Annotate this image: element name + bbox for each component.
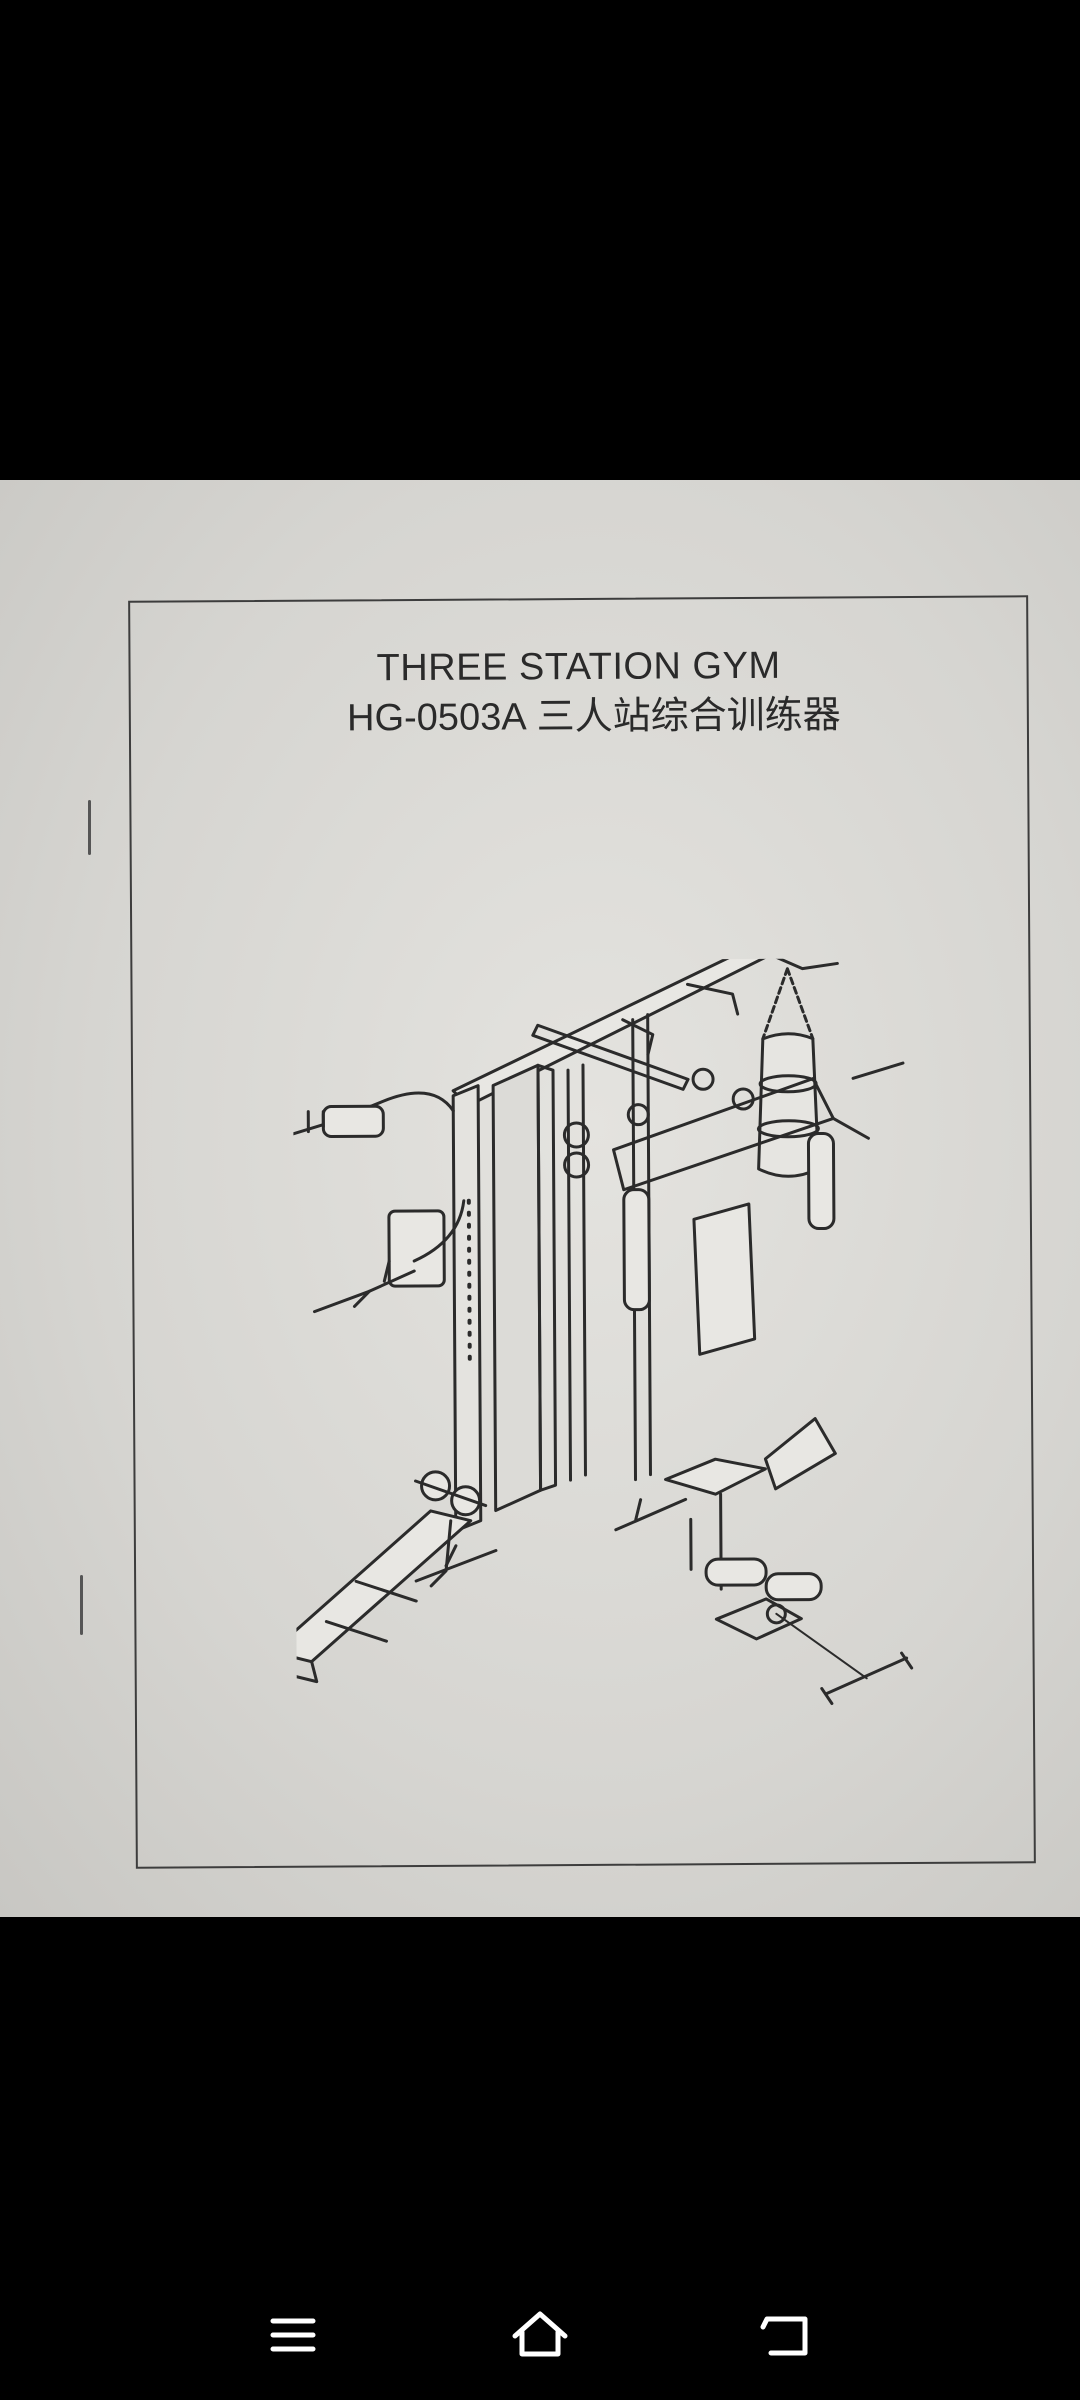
menu-icon — [270, 2318, 316, 2352]
nav-home-button[interactable] — [500, 2295, 580, 2375]
chinese-title: 三人站综合训练器 — [536, 692, 841, 739]
binder-mark-top — [88, 800, 91, 855]
binder-mark-bottom — [80, 1575, 83, 1635]
nav-back-button[interactable] — [747, 2295, 827, 2375]
manual-title: THREE STATION GYM — [376, 644, 781, 690]
back-icon — [760, 2316, 808, 2355]
model-number: HG-0503A — [346, 696, 527, 740]
gym-machine-illustration — [292, 957, 914, 1705]
system-nav-bar — [0, 2270, 1080, 2400]
nav-menu-button[interactable] — [253, 2295, 333, 2375]
home-icon — [512, 2311, 568, 2357]
